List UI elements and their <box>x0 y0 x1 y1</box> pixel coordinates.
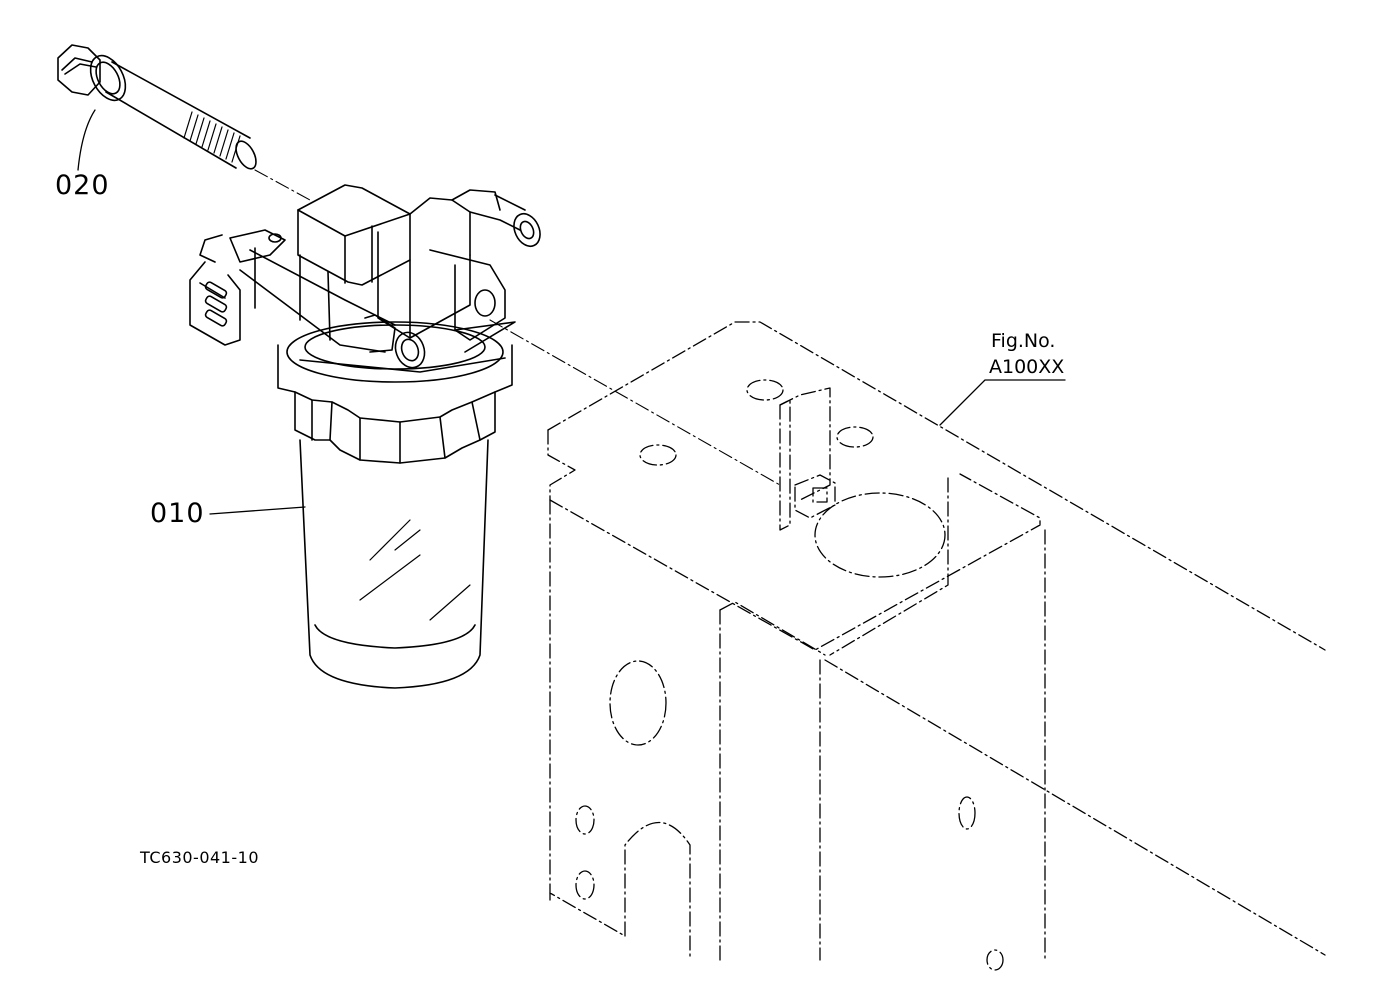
fuel-filter-assembly <box>189 184 541 689</box>
bolt <box>57 44 257 170</box>
part-label-010: 010 <box>150 498 205 529</box>
fig-ref-line2: A100XX <box>989 356 1065 378</box>
leader-lines <box>77 109 1066 515</box>
leader-fig-ref <box>939 379 1066 426</box>
leader-020 <box>77 109 96 171</box>
part-label-020: 020 <box>55 170 110 201</box>
bolt-axis-line <box>254 169 781 486</box>
drawing-code: TC630-041-10 <box>140 848 259 867</box>
leader-010 <box>209 506 306 515</box>
fig-ref-line1: Fig.No. <box>991 330 1056 352</box>
frame-bracket <box>547 321 1326 971</box>
